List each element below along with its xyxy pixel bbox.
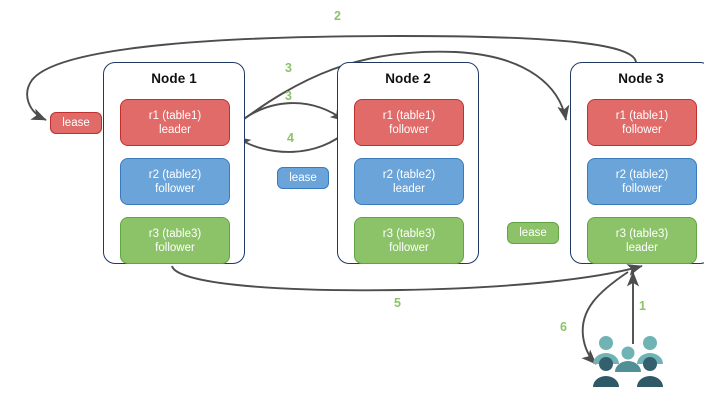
node-3-replica-r2[interactable]: r2 (table2)follower xyxy=(587,158,697,205)
step-label-3-upper: 3 xyxy=(285,61,292,75)
node-1-replica-r3[interactable]: r3 (table3)follower xyxy=(120,217,230,264)
node-2-replica-r2[interactable]: r2 (table2)leader xyxy=(354,158,464,205)
user-head-back-right xyxy=(643,336,657,350)
step-label-3-lower: 3 xyxy=(285,89,292,103)
replica-range-label: r1 (table1) xyxy=(615,109,669,122)
replica-role-label: follower xyxy=(622,123,662,136)
replica-role-label: leader xyxy=(393,182,425,195)
replica-range-label: r2 (table2) xyxy=(382,168,436,181)
replica-role-label: follower xyxy=(389,241,429,254)
replica-role-label: follower xyxy=(389,123,429,136)
replica-range-label: r2 (table2) xyxy=(148,168,202,181)
node-1-replica-r2[interactable]: r2 (table2)follower xyxy=(120,158,230,205)
step-label-2: 2 xyxy=(334,9,341,23)
step-label-4: 4 xyxy=(287,131,294,145)
node-2-replica-r1[interactable]: r1 (table1)follower xyxy=(354,99,464,146)
node-3-replica-r3[interactable]: r3 (table3)leader xyxy=(587,217,697,264)
node-1-title: Node 1 xyxy=(151,71,197,86)
node-3-title: Node 3 xyxy=(618,71,664,86)
replica-range-label: r1 (table1) xyxy=(382,109,436,122)
lease-badge-red[interactable]: lease xyxy=(50,112,102,134)
replica-role-label: follower xyxy=(155,182,195,195)
lease-badge-green[interactable]: lease xyxy=(507,222,559,244)
user-head-front-right xyxy=(643,357,657,371)
step-label-5: 5 xyxy=(394,296,401,310)
replica-role-label: leader xyxy=(626,241,658,254)
user-head-front-left xyxy=(599,357,613,371)
lease-badge-blue[interactable]: lease xyxy=(277,167,329,189)
node-2-replica-r3[interactable]: r3 (table3)follower xyxy=(354,217,464,264)
replica-role-label: follower xyxy=(622,182,662,195)
replica-role-label: leader xyxy=(159,123,191,136)
step-label-6: 6 xyxy=(560,320,567,334)
step-label-1: 1 xyxy=(639,299,646,313)
replica-range-label: r2 (table2) xyxy=(615,168,669,181)
users-group-icon xyxy=(593,336,663,387)
replica-range-label: r3 (table3) xyxy=(615,227,669,240)
replica-range-label: r3 (table3) xyxy=(148,227,202,240)
node-2-title: Node 2 xyxy=(385,71,431,86)
replica-range-label: r3 (table3) xyxy=(382,227,436,240)
replica-range-label: r1 (table1) xyxy=(148,109,202,122)
edge-step-5 xyxy=(171,264,643,292)
node-1-replica-r1[interactable]: r1 (table1)leader xyxy=(120,99,230,146)
user-head-back-center xyxy=(621,346,635,360)
edge-step-3-to-node2 xyxy=(231,102,346,129)
replica-role-label: follower xyxy=(155,241,195,254)
node-3-replica-r1[interactable]: r1 (table1)follower xyxy=(587,99,697,146)
user-body-front-right xyxy=(637,376,663,387)
user-body-front-left xyxy=(593,376,619,387)
user-head-back-left xyxy=(599,336,613,350)
